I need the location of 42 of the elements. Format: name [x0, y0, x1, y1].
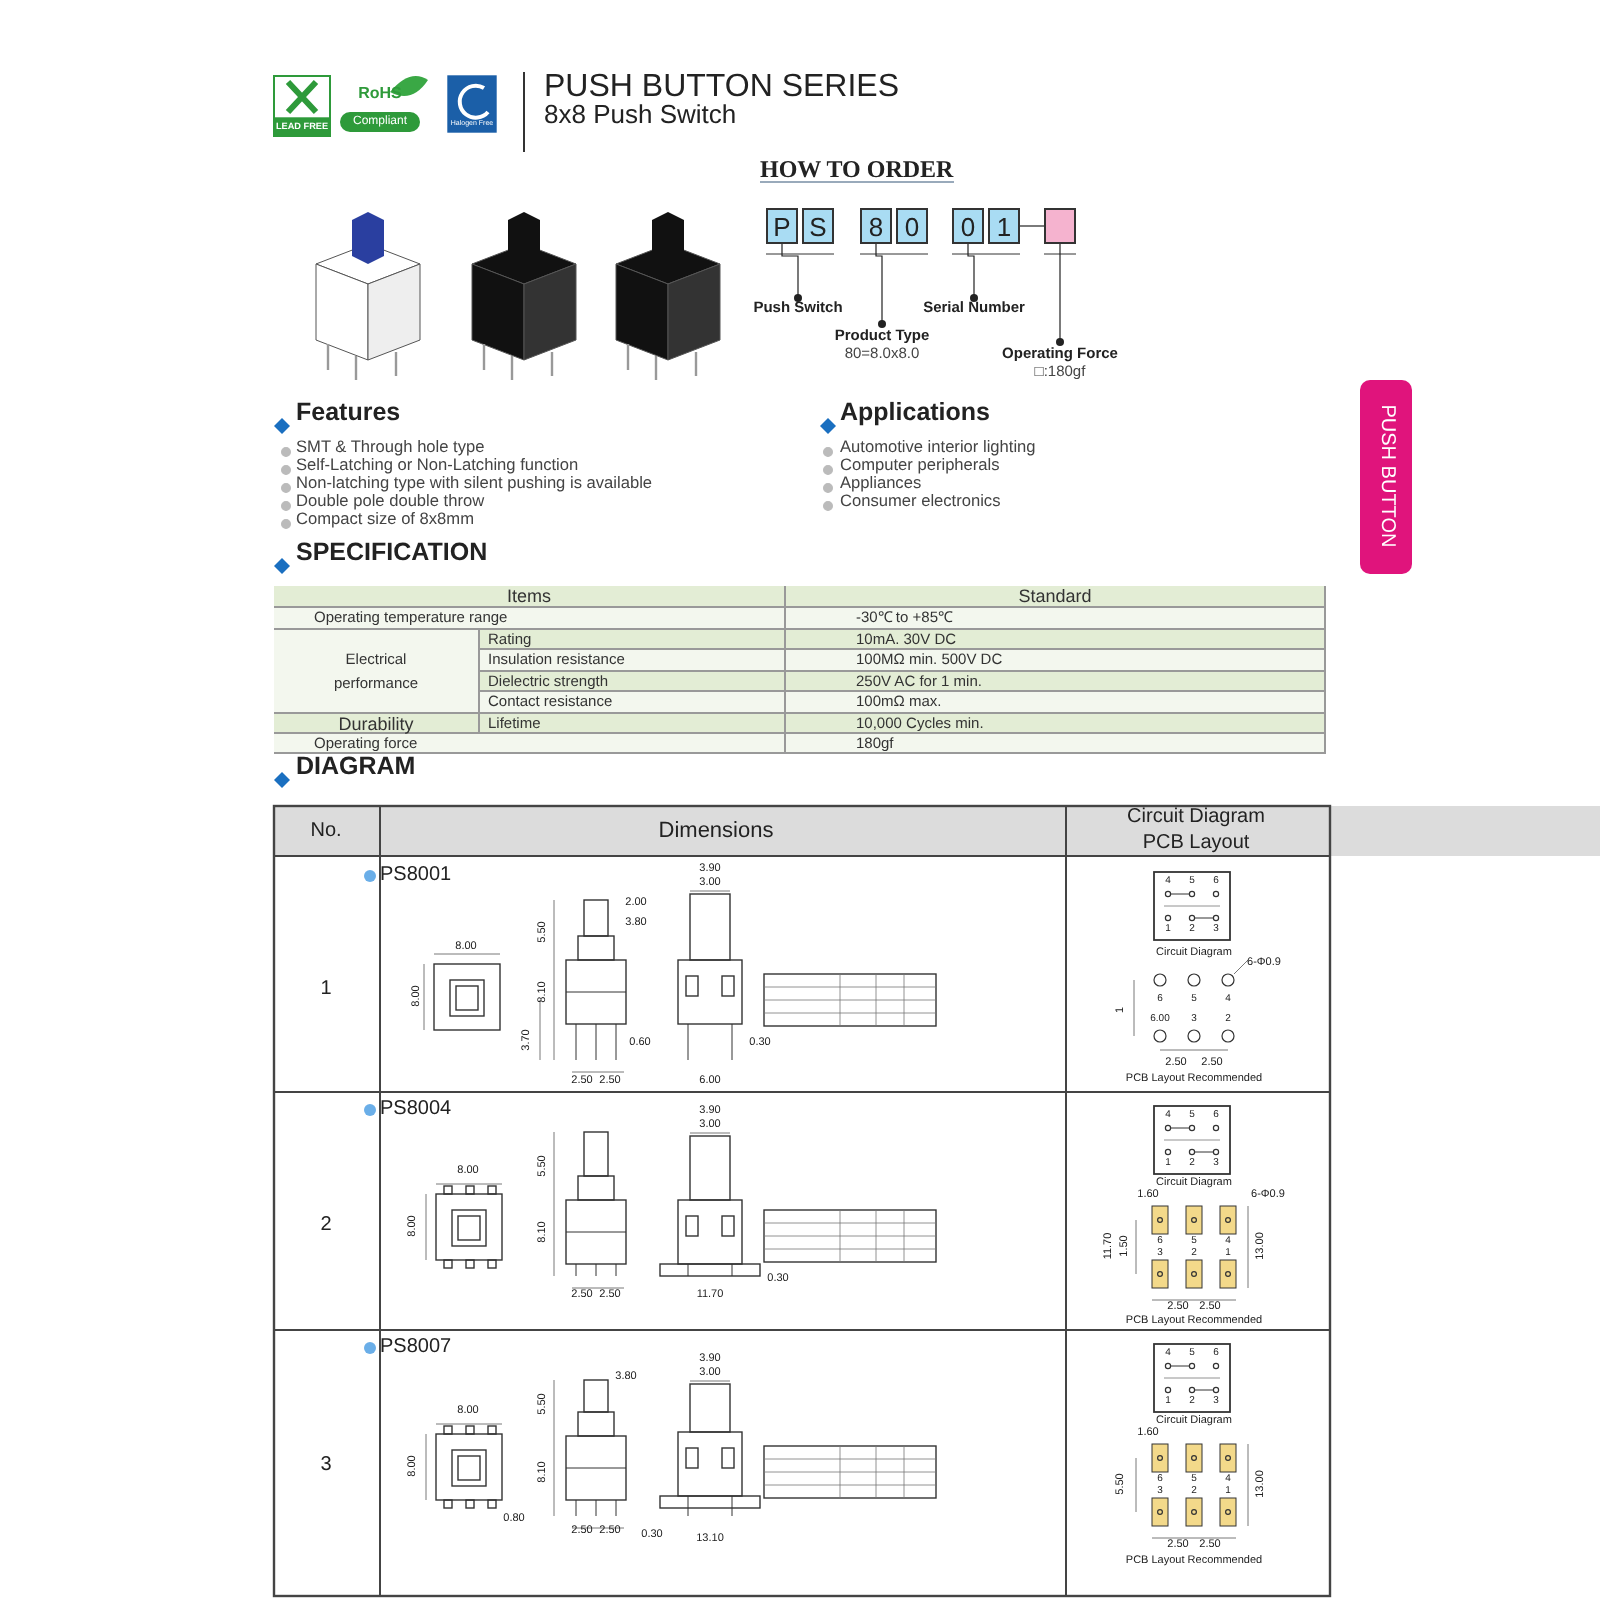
order-code-box: 8 [860, 208, 892, 244]
side-tab-text: PUSH BUTTON [1376, 404, 1396, 548]
leader-line [875, 243, 886, 328]
leader-line [967, 243, 978, 302]
part-number: PS8001 [380, 866, 452, 886]
section-heading: HOW TO ORDER [760, 157, 954, 183]
list-item: SMT & Through hole type [296, 437, 485, 455]
part-number: PS8004 [380, 1100, 452, 1120]
order-code-box: P [766, 208, 798, 244]
subtitle: 8x8 Push Switch [544, 101, 737, 127]
option-code-box [1044, 208, 1076, 244]
list-item: Double pole double throw [296, 491, 485, 509]
list-item: Computer peripherals [840, 455, 1000, 473]
page-title: PUSH BUTTON SERIES [544, 72, 900, 104]
column-header: PCB Layout [1142, 834, 1250, 854]
table-cell: Standard [786, 586, 1326, 608]
list-item: Self-Latching or Non-Latching function [296, 455, 579, 473]
section-heading: Features [296, 399, 401, 425]
row-number: 3 [320, 1456, 332, 1476]
row-number: 1 [320, 980, 332, 1000]
leader-line [1056, 243, 1064, 346]
order-code-box: 0 [896, 208, 928, 244]
leader-line [781, 243, 802, 302]
leader-line [1019, 225, 1045, 227]
list-item: Compact size of 8x8mm [296, 509, 474, 527]
order-code-box: 1 [988, 208, 1020, 244]
list-item: Consumer electronics [840, 491, 1001, 509]
list-item: Appliances [840, 473, 922, 491]
row-number: 2 [320, 1216, 332, 1236]
list-item: Non-latching type with silent pushing is available [296, 473, 653, 491]
table-cell: Items [274, 586, 786, 608]
column-header: Dimensions [658, 821, 774, 843]
table-cell: Durability [274, 714, 480, 734]
order-code-box: 0 [952, 208, 984, 244]
section-heading: Applications [840, 399, 991, 425]
section-heading: DIAGRAM [296, 753, 416, 779]
column-header: Circuit Diagram [1127, 808, 1265, 828]
list-item: Automotive interior lighting [840, 437, 1036, 455]
part-number: PS8007 [380, 1338, 452, 1358]
order-code-box: S [802, 208, 834, 244]
column-header: No. [310, 822, 342, 842]
section-heading: SPECIFICATION [296, 539, 488, 565]
